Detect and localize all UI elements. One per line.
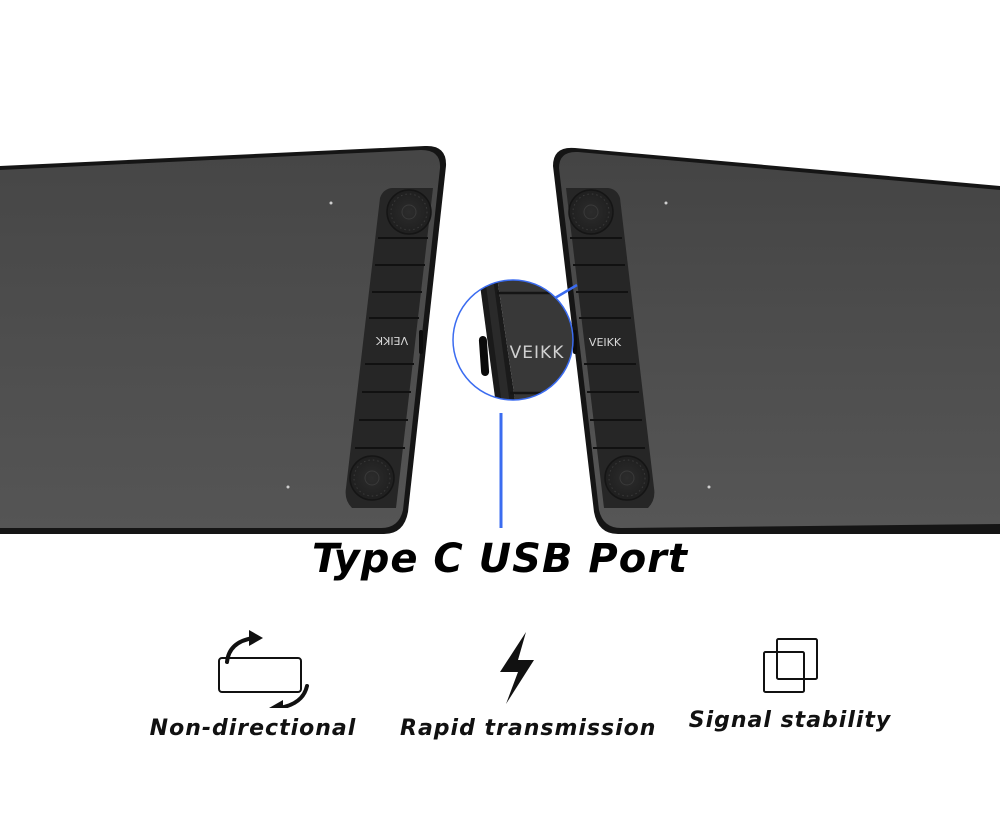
dial-top-right-icon — [568, 189, 614, 235]
tablets-illustration: VEIKK VE — [0, 145, 1000, 535]
page-title: Type C USB Port — [311, 536, 689, 582]
feature-non-directional: Non-directional — [148, 628, 358, 741]
dial-bottom-icon — [349, 455, 395, 501]
overlapping-squares-icon — [763, 638, 818, 693]
feature-rapid-transmission: Rapid transmission — [400, 630, 657, 741]
right-tablet: VEIKK — [553, 147, 1000, 534]
usb-port-right — [573, 330, 577, 354]
dial-top-icon — [386, 189, 432, 235]
brand-logo-callout: VEIKK — [510, 343, 565, 363]
usb-port-callout: VEIKK — [452, 279, 578, 528]
left-tablet: VEIKK — [0, 145, 447, 535]
lightning-bolt-icon — [500, 632, 534, 704]
usb-c-port-icon — [478, 336, 490, 376]
brand-logo-right: VEIKK — [589, 336, 622, 349]
feature-label: Non-directional — [149, 716, 357, 741]
feature-label: Rapid transmission — [400, 716, 657, 741]
usb-port-left — [419, 330, 423, 354]
feature-label: Signal stability — [688, 708, 892, 733]
dial-bottom-right-icon — [604, 455, 650, 501]
brand-logo-left: VEIKK — [375, 334, 408, 347]
feature-signal-stability: Signal stability — [680, 636, 900, 733]
rotate-arrows-icon — [218, 630, 309, 708]
